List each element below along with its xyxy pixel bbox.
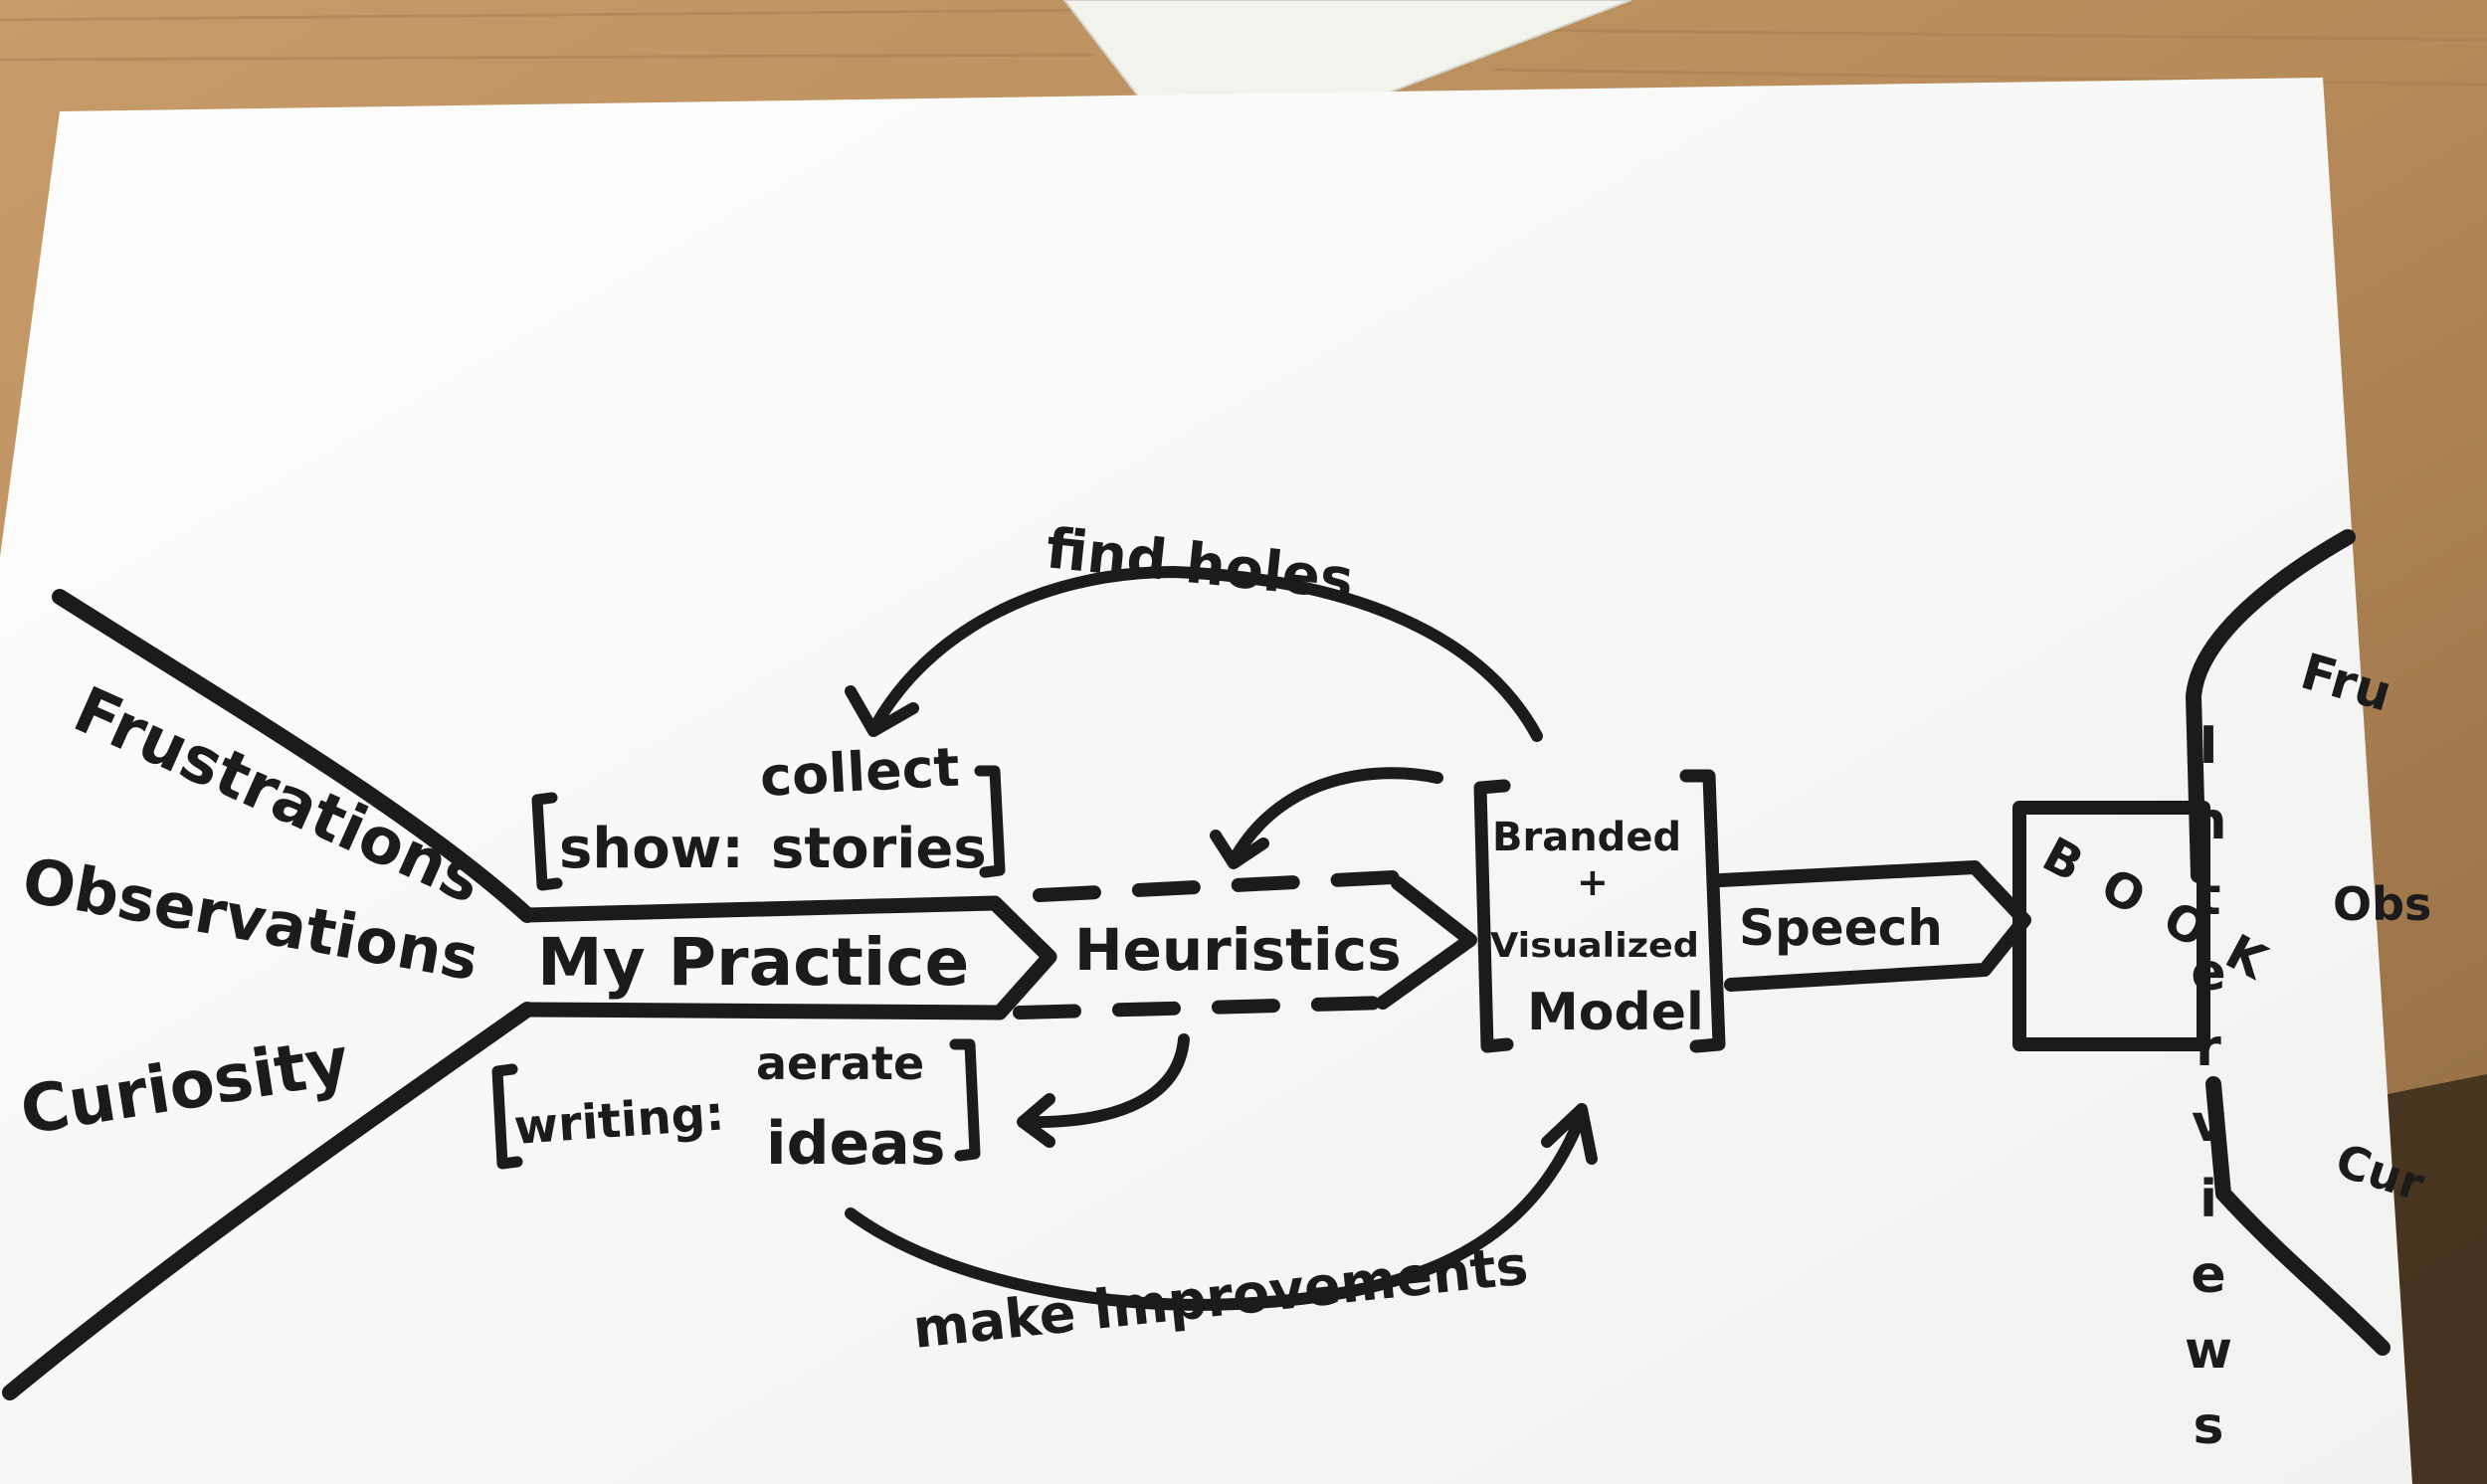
interviews-funnel-bottom xyxy=(2205,1076,2391,1356)
writing-bracket-right xyxy=(949,1038,981,1162)
show-bracket-left xyxy=(531,792,563,891)
speech-label: Speech xyxy=(1739,899,1943,957)
model-line4: Model xyxy=(1527,983,1704,1042)
practice-label: My Practice xyxy=(537,924,969,1001)
show-bracket-right xyxy=(974,765,1006,878)
heuristics-dash-top xyxy=(1033,870,1400,902)
practice-arrow-shape xyxy=(519,895,1057,1020)
heuristics-chevron xyxy=(1376,876,1477,1010)
show-action-line2: stories xyxy=(771,817,987,881)
model-line3: Visualized xyxy=(1490,926,1699,966)
writing-action-line2: ideas xyxy=(766,1109,945,1179)
model-to-heuristics-arrow xyxy=(1228,767,1443,866)
model-bracket-right xyxy=(1679,769,1726,1053)
book-box xyxy=(2012,801,2210,1051)
writing-action-line1: aerate xyxy=(756,1036,924,1090)
paper-sheet xyxy=(0,78,2412,1484)
show-action-line1: collect xyxy=(758,736,961,809)
find-holes-arc xyxy=(869,566,1543,742)
interviews-funnel-top xyxy=(2186,529,2356,883)
model-bracket-left xyxy=(1473,779,1514,1053)
model-line2: + xyxy=(1577,860,1609,904)
make-improvements-arrowhead xyxy=(1541,1103,1598,1165)
show-label: show: xyxy=(559,817,744,881)
funnel-bottom-line xyxy=(2,1002,535,1400)
wood-grain xyxy=(0,8,2487,87)
find-holes-arrowhead xyxy=(845,685,919,737)
interviews-label: Interviews xyxy=(2179,716,2238,1472)
heuristics-label: Heuristics xyxy=(1074,916,1402,984)
funnel-top-line xyxy=(52,589,535,923)
heuristics-dash-bottom xyxy=(1013,996,1395,1020)
model-line1: Branded xyxy=(1492,815,1681,860)
heuristics-to-writing-arrowhead xyxy=(1017,1093,1055,1148)
heuristics-to-writing-arrow xyxy=(1019,1033,1190,1129)
right-input-2: Obs xyxy=(2333,877,2431,931)
make-improvements-arc xyxy=(845,1108,1588,1311)
table-shadow xyxy=(2388,1074,2487,1484)
model-to-heuristics-arrowhead xyxy=(1210,830,1269,869)
writing-bracket-left xyxy=(491,1063,523,1170)
